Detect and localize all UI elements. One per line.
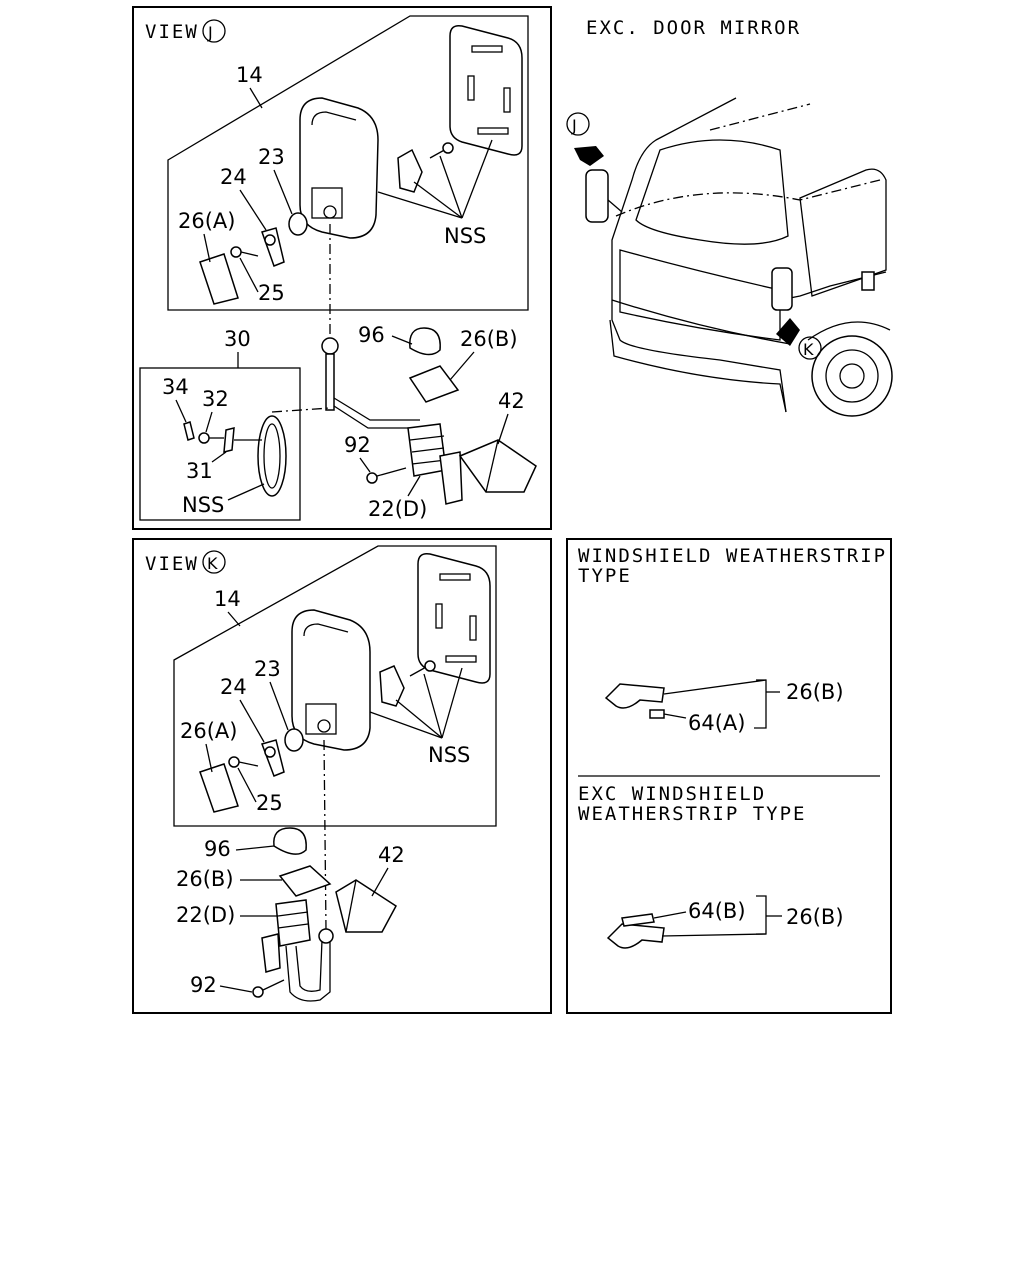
bumper <box>609 319 787 413</box>
label-26b-exc: 26(B) <box>786 905 844 929</box>
label-25-k: 25 <box>256 791 283 815</box>
label-nss-top: NSS <box>444 224 486 248</box>
arm-stem <box>325 353 335 411</box>
part-92-bolt-k <box>252 986 264 998</box>
label-92: 92 <box>344 433 371 457</box>
view-k-diagram: VIEW K NSS 14 23 24 26(A) <box>145 545 497 1002</box>
label-24-k: 24 <box>220 675 247 699</box>
label-64a: 64(A) <box>688 711 745 735</box>
label-nss-k: NSS <box>428 743 470 767</box>
mirror-head-k <box>291 609 371 751</box>
part-26b-seal-k <box>278 865 332 897</box>
label-96-k: 96 <box>204 837 231 861</box>
label-26b: 26(B) <box>460 327 518 351</box>
part-34-clip <box>183 421 195 441</box>
view-j-marker-circle <box>202 19 226 43</box>
exc-windshield-title-2: WEATHERSTRIP TYPE <box>578 803 806 825</box>
part-26b-seal <box>408 365 460 403</box>
side-mirror <box>771 267 793 311</box>
sub-ring <box>257 415 287 497</box>
windshield-type-title: WINDSHIELD WEATHERSTRIP <box>578 545 887 567</box>
mirror-mount-slot <box>311 187 343 219</box>
windshield-type-title-2: TYPE <box>578 565 632 587</box>
view-j-marker-letter: J <box>207 23 213 42</box>
label-14: 14 <box>236 63 263 87</box>
windshield <box>635 139 789 245</box>
front-mirror <box>585 169 609 223</box>
mirror-glass <box>449 24 523 156</box>
part-96-cap-k <box>273 827 307 855</box>
part-92-bolt <box>366 472 378 484</box>
weatherstrip-panel <box>566 538 892 1014</box>
view-k-title: VIEW <box>145 553 199 575</box>
arrow-j <box>574 146 604 166</box>
cab-front-outline <box>611 97 787 413</box>
marker-k-circle <box>798 336 822 360</box>
view-j-panel <box>132 6 552 530</box>
part-64b <box>621 913 655 927</box>
mirror-screw <box>442 142 454 154</box>
mirror-assembly-outline-k <box>173 545 497 827</box>
mirror-glass-k <box>417 552 491 684</box>
part-23-cap <box>288 212 308 236</box>
arrow-k <box>776 318 800 346</box>
part-24-bracket <box>261 227 285 267</box>
mirror-head <box>299 97 379 239</box>
label-26b-ws: 26(B) <box>786 680 844 704</box>
part-32-screw <box>198 432 210 444</box>
part-25-screw <box>230 246 242 258</box>
view-k-panel <box>132 538 552 1014</box>
label-34: 34 <box>162 375 189 399</box>
part-26b-strip-b <box>606 923 665 949</box>
mirror-assembly-outline <box>167 15 529 311</box>
marker-j-circle <box>566 112 590 136</box>
arm-ball-joint <box>321 337 339 355</box>
label-42-k: 42 <box>378 843 405 867</box>
truck-illustration: EXC. DOOR MIRROR J K <box>566 17 893 417</box>
label-42: 42 <box>498 389 525 413</box>
label-30: 30 <box>224 327 251 351</box>
label-nss-box: NSS <box>182 493 224 517</box>
part-26a-cover <box>199 253 239 305</box>
view-k-marker-letter: K <box>207 554 218 573</box>
marker-j-letter: J <box>571 116 577 135</box>
view-j-diagram: VIEW J NSS 14 23 <box>139 15 537 521</box>
label-96: 96 <box>358 323 385 347</box>
label-32: 32 <box>202 387 229 411</box>
label-24: 24 <box>220 165 247 189</box>
label-26a: 26(A) <box>178 209 235 233</box>
marker-k-letter: K <box>803 340 814 359</box>
grille <box>619 249 781 341</box>
part-26b-strip-a <box>604 683 665 709</box>
label-25: 25 <box>258 281 285 305</box>
part-96-cap <box>409 327 441 356</box>
side-window <box>799 168 887 297</box>
sub-assembly-30-box <box>139 367 301 521</box>
front-wheel <box>811 335 893 417</box>
label-14-k: 14 <box>214 587 241 611</box>
label-22d-k: 22(D) <box>176 903 235 927</box>
label-22d: 22(D) <box>368 497 427 521</box>
arm-rod <box>333 397 420 429</box>
part-64a <box>649 709 665 719</box>
view-k-marker-circle <box>202 550 226 574</box>
part-31-washer <box>223 427 235 453</box>
weatherstrip-diagram: WINDSHIELD WEATHERSTRIP TYPE 26(B) 64(A)… <box>578 545 887 949</box>
label-26a-k: 26(A) <box>180 719 237 743</box>
label-31: 31 <box>186 459 213 483</box>
part-22d-hinge-k <box>275 899 311 947</box>
label-26b-k: 26(B) <box>176 867 234 891</box>
label-64b: 64(B) <box>688 899 746 923</box>
part-42-base <box>458 439 537 493</box>
label-23-k: 23 <box>254 657 281 681</box>
label-92-k: 92 <box>190 973 217 997</box>
mirror-clip <box>397 148 423 193</box>
label-23: 23 <box>258 145 285 169</box>
exc-windshield-title: EXC WINDSHIELD <box>578 783 766 805</box>
part-42-base-k <box>335 879 397 933</box>
view-j-title: VIEW <box>145 21 199 43</box>
arm-rod-k <box>285 939 331 1002</box>
exc-door-mirror-title: EXC. DOOR MIRROR <box>586 17 801 39</box>
